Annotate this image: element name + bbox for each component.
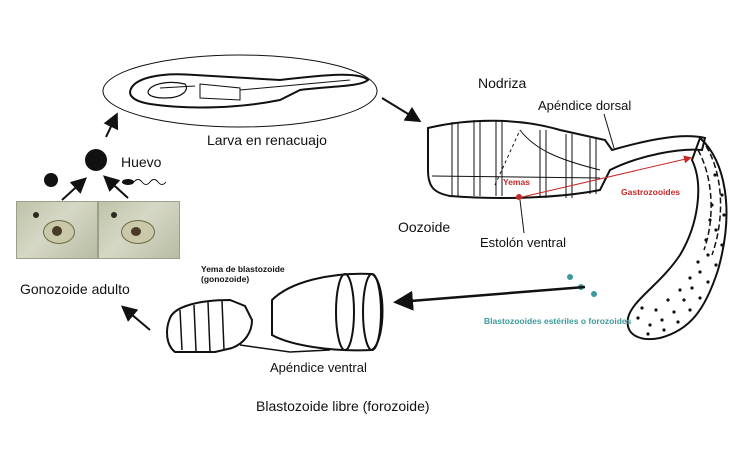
label-oozoide: Oozoide xyxy=(398,219,451,235)
label-larva: Larva en renacuajo xyxy=(207,132,327,148)
zooid-dot xyxy=(690,286,694,290)
label-blastozooides-esteriles: Blastozooides estériles o forozoides xyxy=(484,316,632,326)
zooid-dot xyxy=(722,213,726,217)
zooid-dot xyxy=(682,298,686,302)
sterile-blastozooid-dot xyxy=(591,291,597,297)
cycle-arrow xyxy=(381,97,422,123)
zooid-dot xyxy=(706,280,710,284)
gastrozooid-arrow xyxy=(517,155,692,199)
release-arrow xyxy=(393,285,586,311)
zooid-dot xyxy=(708,218,712,222)
zooid-dot xyxy=(662,328,666,332)
zooid-chain xyxy=(626,136,728,340)
zooid-dot xyxy=(720,243,724,247)
free-blastozoid xyxy=(166,272,384,353)
zooid-dot xyxy=(706,253,710,257)
label-apendice-dorsal: Apéndice dorsal xyxy=(538,98,632,113)
stolon-pointer xyxy=(519,199,525,234)
zooid-dot xyxy=(636,316,640,320)
label-blastozoide-libre: Blastozoide libre (forozoide) xyxy=(256,398,430,414)
ovum-icon xyxy=(44,173,58,187)
sterile-blastozooid-dot xyxy=(567,274,573,280)
label-nodriza: Nodriza xyxy=(478,75,527,91)
label-estolon-ventral: Estolón ventral xyxy=(480,235,566,250)
zooid-dot xyxy=(646,332,650,336)
gonozoid-photo-left xyxy=(16,201,98,259)
cycle-arrow xyxy=(61,177,87,201)
label-yemas: Yemas xyxy=(503,177,530,187)
nurse-oozoid xyxy=(427,119,707,199)
cycle-arrow xyxy=(103,112,119,138)
label-yema-blastozoide: Yema de blastozoide (gonozoide) xyxy=(201,264,285,284)
zooid-dot xyxy=(710,203,714,207)
tadpole-larva xyxy=(102,54,378,128)
zooid-dot xyxy=(666,298,670,302)
zooid-dot xyxy=(678,288,682,292)
sperm-icon xyxy=(122,179,134,185)
zooid-dot xyxy=(672,310,676,314)
zooid-dot xyxy=(654,308,658,312)
zooid-dot xyxy=(698,296,702,300)
label-apendice-ventral: Apéndice ventral xyxy=(270,360,367,375)
zooid-dot xyxy=(648,323,652,327)
zooid-dot xyxy=(688,276,692,280)
zooid-dot xyxy=(714,228,718,232)
label-gastrozooides: Gastrozooides xyxy=(621,187,681,197)
zooid-dot xyxy=(704,238,708,242)
zooid-dot xyxy=(714,263,718,267)
zooid-dot xyxy=(698,270,702,274)
bud-dot xyxy=(516,194,522,200)
zooid-dot xyxy=(696,260,700,264)
gonozoid-photo-right xyxy=(98,201,180,259)
zooid-dot xyxy=(688,308,692,312)
label-huevo: Huevo xyxy=(121,154,162,170)
zooid-dot xyxy=(713,173,717,177)
label-gonozoide-adulto: Gonozoide adulto xyxy=(20,281,130,297)
egg-icon xyxy=(85,149,107,171)
zooid-dot xyxy=(660,318,664,322)
cycle-arrow xyxy=(120,305,151,331)
zooid-dot xyxy=(640,306,644,310)
cycle-arrow xyxy=(103,175,129,199)
zooid-dot xyxy=(720,193,724,197)
zooid-dot xyxy=(676,320,680,324)
